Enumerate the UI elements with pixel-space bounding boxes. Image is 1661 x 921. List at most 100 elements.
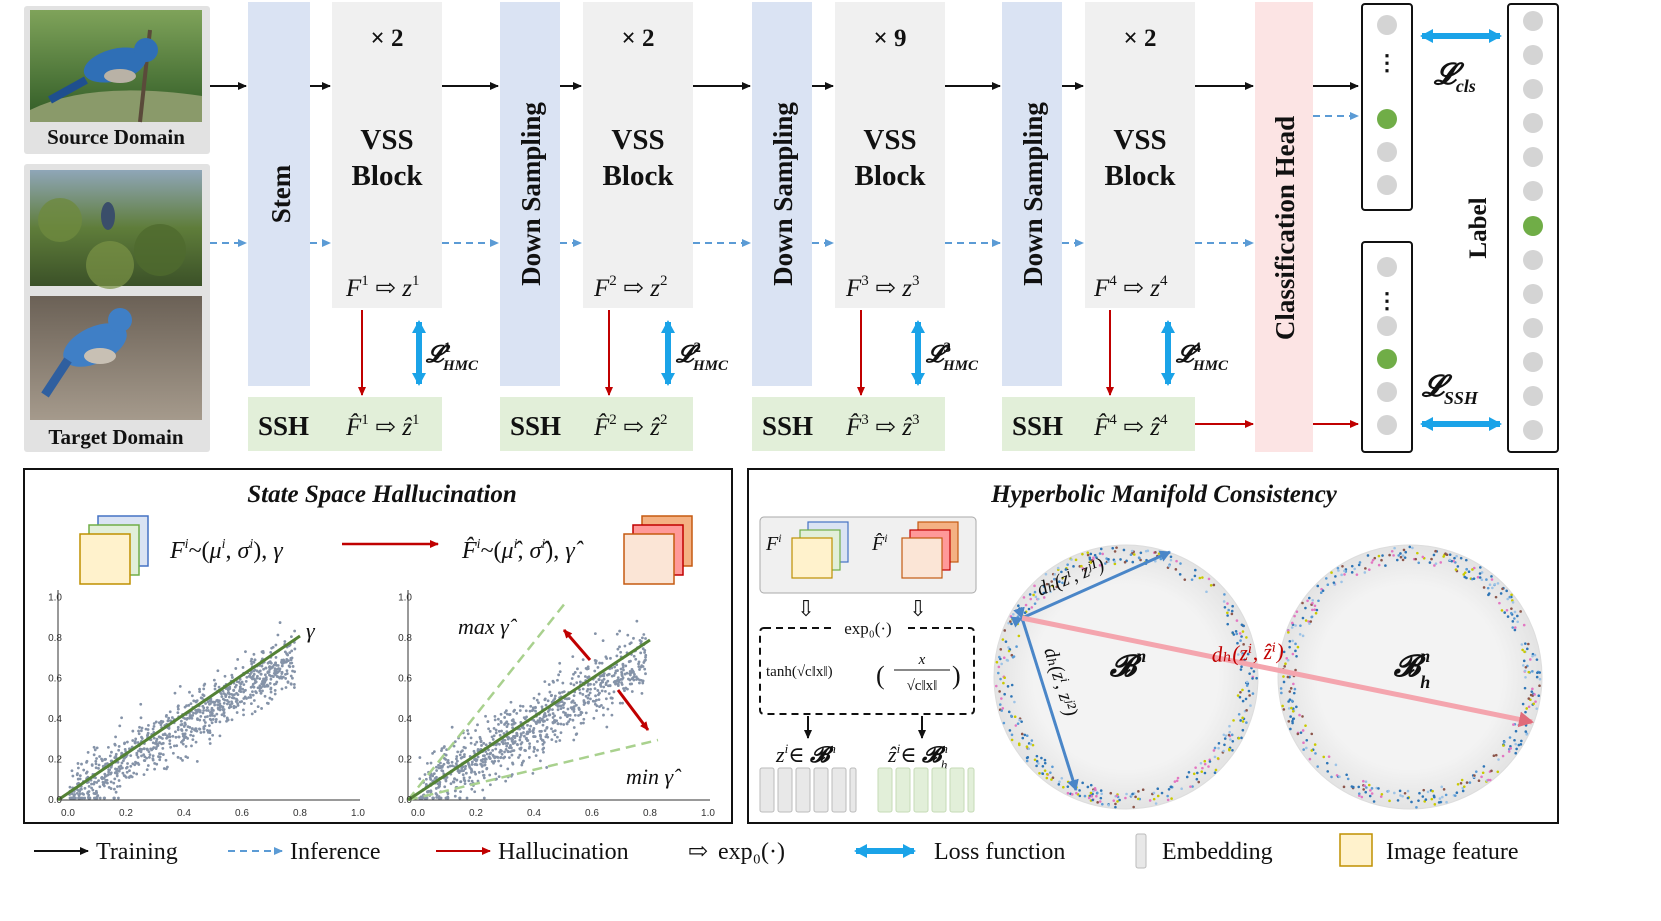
embedding-point: [1239, 690, 1242, 694]
scatter-point: [289, 658, 293, 662]
scatter-point: [614, 682, 617, 686]
embedding-point: [1169, 555, 1173, 559]
scatter-point: [572, 738, 576, 742]
scatter-point: [261, 651, 265, 655]
vss-feature-2: F2 ⇨ z2: [593, 273, 667, 302]
scatter-point: [97, 779, 100, 782]
ssh-label-3: SSH: [762, 411, 813, 441]
scatter-point: [620, 670, 623, 674]
scatter-point: [123, 756, 126, 760]
scatter-point: [190, 716, 194, 720]
scatter-point: [206, 728, 209, 732]
x-tick-label: 0.0: [411, 808, 425, 819]
embedding-point: [1030, 739, 1034, 742]
scatter-point: [256, 705, 260, 709]
embedding-point: [1237, 736, 1241, 740]
scatter-point: [496, 717, 500, 721]
scatter-point: [532, 727, 536, 730]
scatter-point: [621, 701, 624, 705]
embedding-point: [1000, 709, 1003, 712]
scatter-point: [132, 771, 136, 775]
embedding-point: [1057, 783, 1061, 786]
embedding-point: [1198, 576, 1202, 580]
scatter-point: [285, 669, 289, 673]
scatter-point: [113, 771, 117, 775]
scatter-point: [534, 709, 537, 713]
scatter-point: [253, 678, 257, 682]
scatter-point: [165, 734, 169, 738]
ellipsis-top: ⋮: [1376, 50, 1398, 75]
embedding-point: [1107, 560, 1110, 563]
scatter-point: [503, 716, 507, 719]
scatter-point: [90, 786, 93, 790]
scatter-point: [487, 755, 491, 759]
scatter-point: [538, 729, 542, 733]
embedding-point: [1025, 734, 1029, 737]
ssh-panel-title: State Space Hallucination: [247, 481, 516, 508]
embedding-point: [1195, 777, 1199, 781]
scatter-point: [566, 707, 570, 711]
scatter-point: [600, 661, 604, 665]
scatter-point: [615, 632, 619, 636]
scatter-point: [540, 705, 544, 709]
inference-flow-arrows: [210, 112, 1359, 247]
scatter-point: [615, 654, 619, 658]
embedding-point: [1368, 794, 1372, 798]
embedding-point: [1513, 626, 1517, 629]
classification-head-label: Classification Head: [1270, 116, 1300, 340]
scatter-point: [169, 745, 173, 749]
scatter-point: [509, 750, 512, 754]
scatter-point: [644, 672, 647, 676]
embedding-point: [1203, 762, 1207, 766]
legend-embedding-swatch: [1135, 833, 1147, 869]
embedding-point: [1152, 791, 1156, 795]
scatter-point: [503, 723, 506, 726]
vss-block-3: × 9 VSS Block F3 ⇨ z3: [835, 2, 945, 308]
embedding-point: [1373, 556, 1377, 560]
scatter-point: [225, 717, 229, 721]
embedding-point: [1060, 776, 1064, 780]
embedding-point: [1038, 771, 1041, 775]
scatter-point: [461, 773, 465, 777]
embedding-point: [1226, 602, 1229, 605]
scatter-point: [83, 786, 87, 790]
tanh-label: tanh(√c‖x‖): [766, 664, 833, 680]
scatter-point: [98, 785, 102, 789]
embedding-point: [1051, 765, 1054, 769]
scatter-point: [543, 719, 546, 723]
embedding-point: [999, 677, 1002, 681]
scatter-point: [604, 689, 607, 693]
scatter-point: [273, 692, 277, 696]
scatter-point: [116, 785, 119, 788]
scatter-point: [496, 756, 500, 759]
embedding-point: [1491, 586, 1494, 590]
scatter-point: [497, 775, 501, 779]
embedding-point: [1308, 757, 1312, 761]
embedding-point: [1290, 626, 1294, 629]
scatter-point: [429, 790, 433, 794]
scatter-point: [535, 698, 539, 702]
scatter-point: [283, 640, 287, 643]
scatter-point: [204, 702, 207, 705]
scatter-point: [249, 659, 253, 663]
y-tick-label: 0.8: [48, 633, 62, 644]
scatter-point: [546, 735, 550, 739]
scatter-point: [121, 771, 125, 775]
embedding-point: [1401, 554, 1405, 557]
scatter-point: [644, 653, 648, 657]
scatter-point: [227, 695, 231, 699]
embedding-point: [1355, 573, 1359, 576]
embedding-point: [1049, 771, 1052, 774]
scatter-point: [553, 694, 557, 698]
scatter-point: [475, 763, 479, 767]
scatter-point: [529, 724, 532, 728]
scatter-point: [104, 762, 108, 766]
embedding-point: [1239, 668, 1243, 671]
embedding-point: [1508, 595, 1512, 599]
scatter-point: [251, 693, 255, 697]
exp-map-label: exp₀(·): [844, 619, 891, 638]
embedding-point: [1240, 736, 1243, 740]
embedding-point: [1525, 707, 1529, 710]
embedding-point: [1234, 629, 1238, 633]
scatter-point: [252, 660, 256, 664]
